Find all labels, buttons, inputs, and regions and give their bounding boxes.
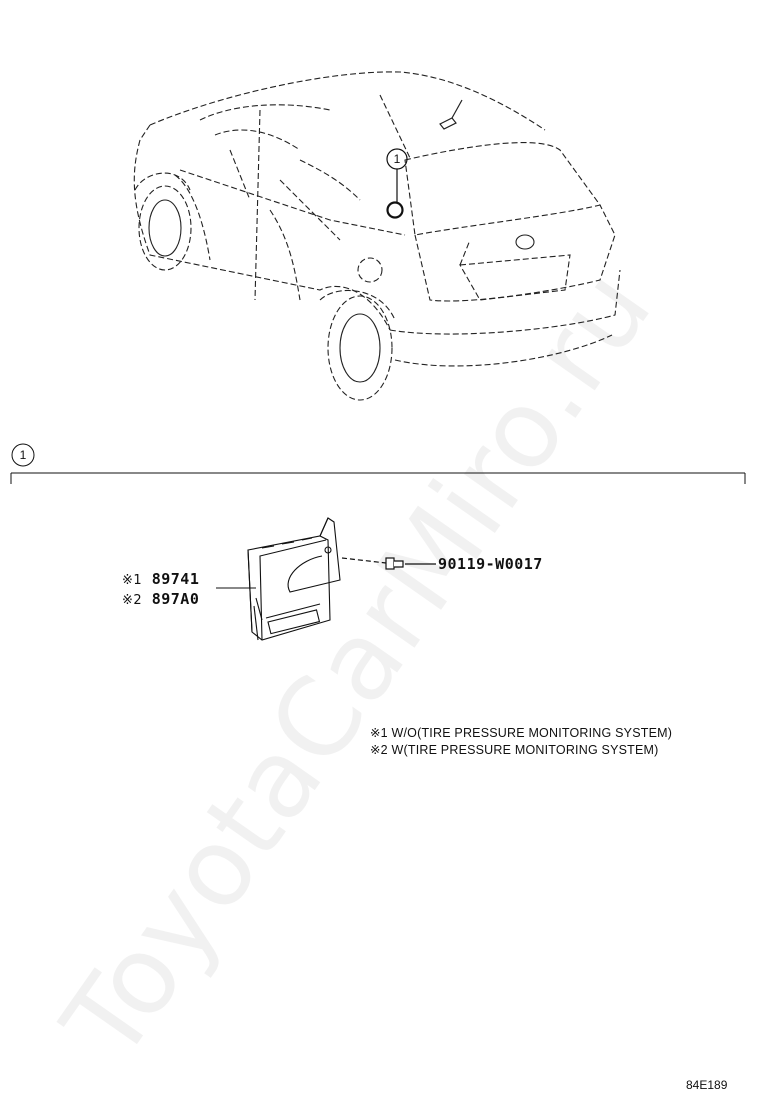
- part-number-bolt: 90119-W0017: [438, 555, 543, 573]
- main-part-row-2: ※2 897A0: [122, 590, 199, 608]
- antenna-shape: [439, 99, 463, 130]
- bolt-drawing: [341, 557, 436, 570]
- section-number: 1: [19, 448, 27, 462]
- part-marker-2: ※2: [122, 593, 143, 608]
- callout-number: 1: [393, 152, 401, 166]
- ecu-module-drawing: [247, 517, 341, 641]
- note-line-2: ※2 W(TIRE PRESSURE MONITORING SYSTEM): [370, 743, 659, 757]
- part-number-897A0: 897A0: [151, 590, 200, 608]
- part-number-89741: 89741: [151, 570, 200, 588]
- section-bracket: [10, 443, 746, 484]
- emblem-shape: [515, 234, 535, 250]
- note-line-1: ※1 W/O(TIRE PRESSURE MONITORING SYSTEM): [370, 726, 673, 740]
- main-part-row-1: ※1 89741: [122, 570, 199, 588]
- car-body-outline: [133, 71, 621, 367]
- figure-reference: 84E189: [686, 1078, 728, 1092]
- callout-leader: [386, 148, 408, 219]
- car-wheels: [134, 172, 396, 401]
- part-marker-1: ※1: [122, 573, 143, 588]
